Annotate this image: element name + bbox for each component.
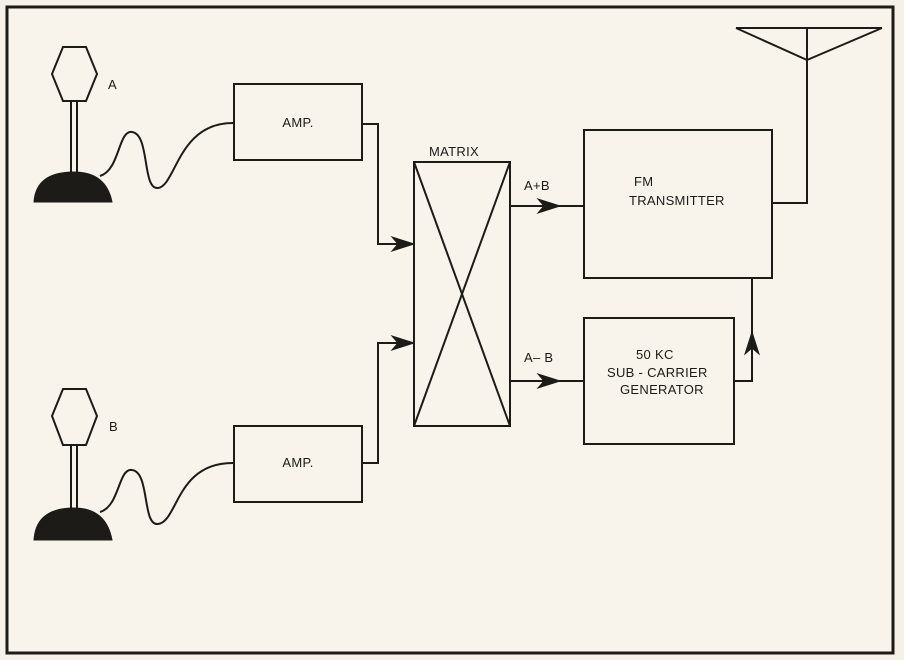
subcarrier-generator-box [584, 318, 734, 444]
mic-b-label: B [109, 419, 118, 434]
fm-transmitter-line1: FM [634, 174, 653, 189]
subcarrier-line3: GENERATOR [620, 382, 704, 397]
subcarrier-line1: 50 KC [636, 347, 674, 362]
matrix-label: MATRIX [429, 144, 479, 159]
sum-signal-label: A+B [524, 178, 550, 193]
subcarrier-line2: SUB - CARRIER [607, 365, 708, 380]
difference-signal-label: A– B [524, 350, 553, 365]
mic-a-label: A [108, 77, 117, 92]
fm-transmitter-line2: TRANSMITTER [629, 193, 725, 208]
amp-b-label: AMP. [282, 455, 313, 470]
amp-a-label: AMP. [282, 115, 313, 130]
